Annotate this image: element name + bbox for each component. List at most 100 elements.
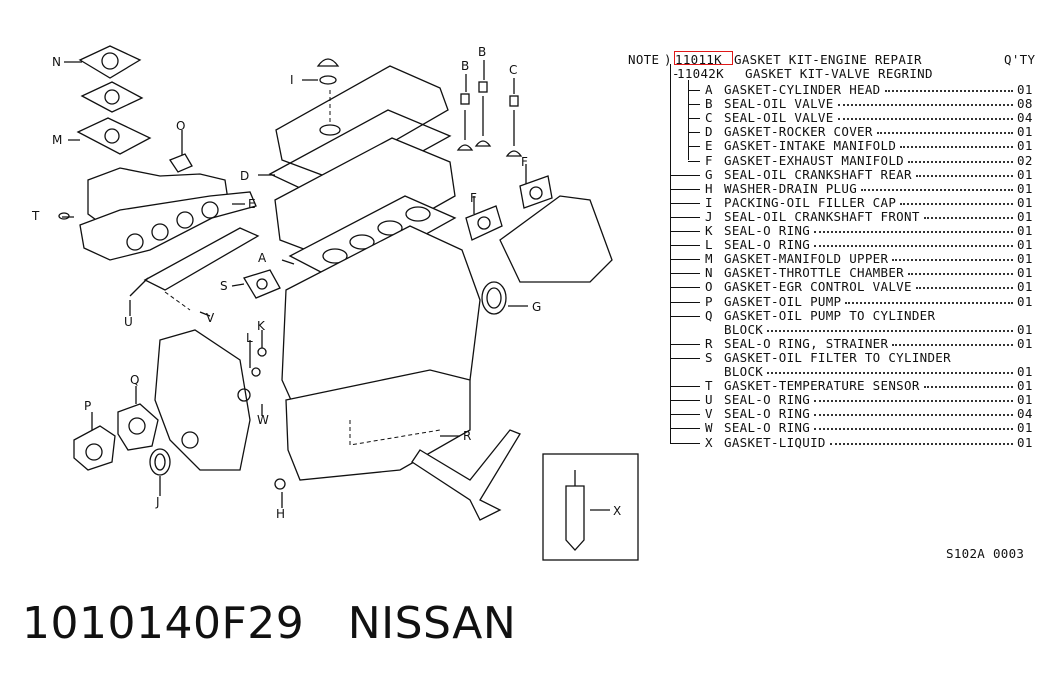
callout-j: J: [155, 495, 160, 509]
parts-row-description: WASHER-DRAIN PLUG: [724, 180, 858, 196]
callout-f-2: F: [521, 155, 528, 169]
parts-row-description: GASKET-CYLINDER HEAD: [724, 82, 881, 97]
tree-tick: [670, 343, 700, 345]
subkit-title: GASKET KIT-VALVE REGRIND: [745, 66, 933, 81]
parts-row-qty: 08: [1017, 96, 1033, 112]
parts-row-code: Q: [705, 307, 713, 323]
part-g-rear-seal: [481, 281, 507, 315]
parts-row-description: SEAL-O RING: [724, 392, 811, 408]
dot-leader: [900, 202, 1013, 205]
parts-row-code: X: [705, 434, 713, 450]
parts-row-code: D: [705, 124, 713, 140]
tree-tick: [670, 386, 700, 388]
parts-row-description: GASKET-LIQUID: [724, 434, 826, 450]
part-p-oil-pump-gasket: [73, 425, 116, 471]
parts-row-description: SEAL-O RING: [724, 406, 811, 422]
parts-row-description: GASKET-EXHAUST MANIFOLD: [724, 152, 904, 168]
callout-b-2: B: [478, 45, 486, 59]
parts-row-qty: 01: [1017, 293, 1033, 309]
parts-row-code: M: [705, 251, 713, 267]
part-e-intake-gasket: [143, 227, 260, 291]
tree-tick: [688, 104, 700, 106]
liquid-gasket-inset-frame: [542, 453, 639, 561]
callout-d: D: [240, 169, 249, 183]
tree-tick: [670, 231, 700, 232]
tree-tick: [670, 188, 700, 190]
tree-tick: [670, 245, 700, 247]
dot-leader: [814, 231, 1013, 233]
parts-row-qty: 01: [1017, 82, 1033, 97]
callout-q: Q: [130, 373, 139, 387]
parts-row-code: K: [705, 223, 713, 238]
parts-row-qty: 04: [1017, 110, 1033, 126]
dot-leader: [838, 104, 1013, 107]
part-rocker-cover: [275, 65, 449, 179]
part-intake-manifold: [79, 191, 257, 261]
tree-tick: [670, 301, 700, 303]
parts-row-description: PACKING-OIL FILLER CAP: [724, 194, 897, 210]
qty-header: Q'TY: [1004, 52, 1036, 67]
callout-m: M: [52, 133, 62, 147]
kit-code[interactable]: 11011K: [675, 52, 722, 67]
callout-g: G: [532, 300, 541, 314]
callout-n: N: [52, 55, 61, 69]
parts-row-code: W: [705, 420, 713, 436]
parts-row-code: G: [705, 166, 713, 182]
tree-tick: [670, 428, 700, 430]
tree-tick: [670, 174, 700, 176]
dot-leader: [916, 174, 1013, 177]
callout-x: X: [613, 504, 621, 518]
parts-row-qty: 01: [1017, 392, 1033, 408]
parts-row-qty: 01: [1017, 180, 1033, 196]
tree-tick: [670, 273, 700, 275]
dot-leader: [892, 259, 1013, 262]
dot-leader: [916, 287, 1013, 290]
parts-row-code: R: [705, 335, 713, 351]
parts-row-description: SEAL-OIL CRANKSHAFT REAR: [724, 166, 912, 182]
parts-row-description: BLOCK: [724, 364, 764, 379]
part-cylinder-head: [274, 137, 456, 263]
callout-k: K: [257, 319, 266, 333]
tree-tick: [670, 442, 700, 444]
part-r-strainer: [411, 429, 521, 521]
parts-row-description: SEAL-O RING, STRAINER: [724, 335, 889, 351]
part-k-oring: [257, 347, 267, 357]
kit-code-highlight: [674, 51, 733, 65]
parts-row-description: GASKET-ROCKER COVER: [724, 124, 873, 140]
dot-leader: [900, 146, 1013, 149]
parts-row-qty: 01: [1017, 364, 1033, 379]
callout-w: W: [257, 413, 269, 427]
part-b-valve-seals: [456, 81, 492, 151]
parts-row-description: SEAL-O RING: [724, 237, 811, 253]
subkit-code[interactable]: 11042K: [677, 66, 724, 81]
part-s-filter-gasket: [243, 269, 281, 299]
part-front-cover: [154, 329, 251, 471]
dot-leader: [924, 386, 1013, 389]
parts-list: NOTE ) 11011K GASKET KIT-ENGINE REPAIR Q…: [628, 51, 1036, 450]
tree-trunk: [670, 64, 671, 444]
parts-row-description: GASKET-EGR CONTROL VALVE: [724, 279, 912, 295]
part-h-washer: [274, 478, 286, 490]
dot-leader: [814, 428, 1013, 431]
engine-gasket-diagram: N M O T E D I A S U V K L W Q P J H R G …: [31, 45, 639, 561]
tree-tick: [670, 287, 700, 289]
callout-a: A: [258, 251, 267, 265]
parts-row-qty: 01: [1017, 124, 1033, 140]
parts-row-qty: 01: [1017, 237, 1033, 253]
dot-leader: [830, 442, 1013, 445]
parts-row-qty: 01: [1017, 223, 1033, 238]
parts-row-code: O: [705, 279, 713, 295]
note-label: NOTE: [628, 52, 660, 67]
parts-row-description: SEAL-OIL VALVE: [724, 96, 834, 112]
parts-row-code: S: [705, 349, 713, 365]
parts-row-description: BLOCK: [724, 321, 764, 337]
callout-u: U: [124, 315, 133, 329]
callout-c: C: [509, 63, 517, 77]
callout-i: I: [290, 73, 294, 87]
part-j-front-seal: [149, 448, 171, 476]
part-number-caption: 1010140F29 NISSAN: [22, 598, 517, 649]
callout-t: T: [31, 209, 40, 223]
tree-tick: [670, 357, 700, 359]
parts-row-qty: 01: [1017, 335, 1033, 351]
dot-leader: [814, 414, 1013, 417]
